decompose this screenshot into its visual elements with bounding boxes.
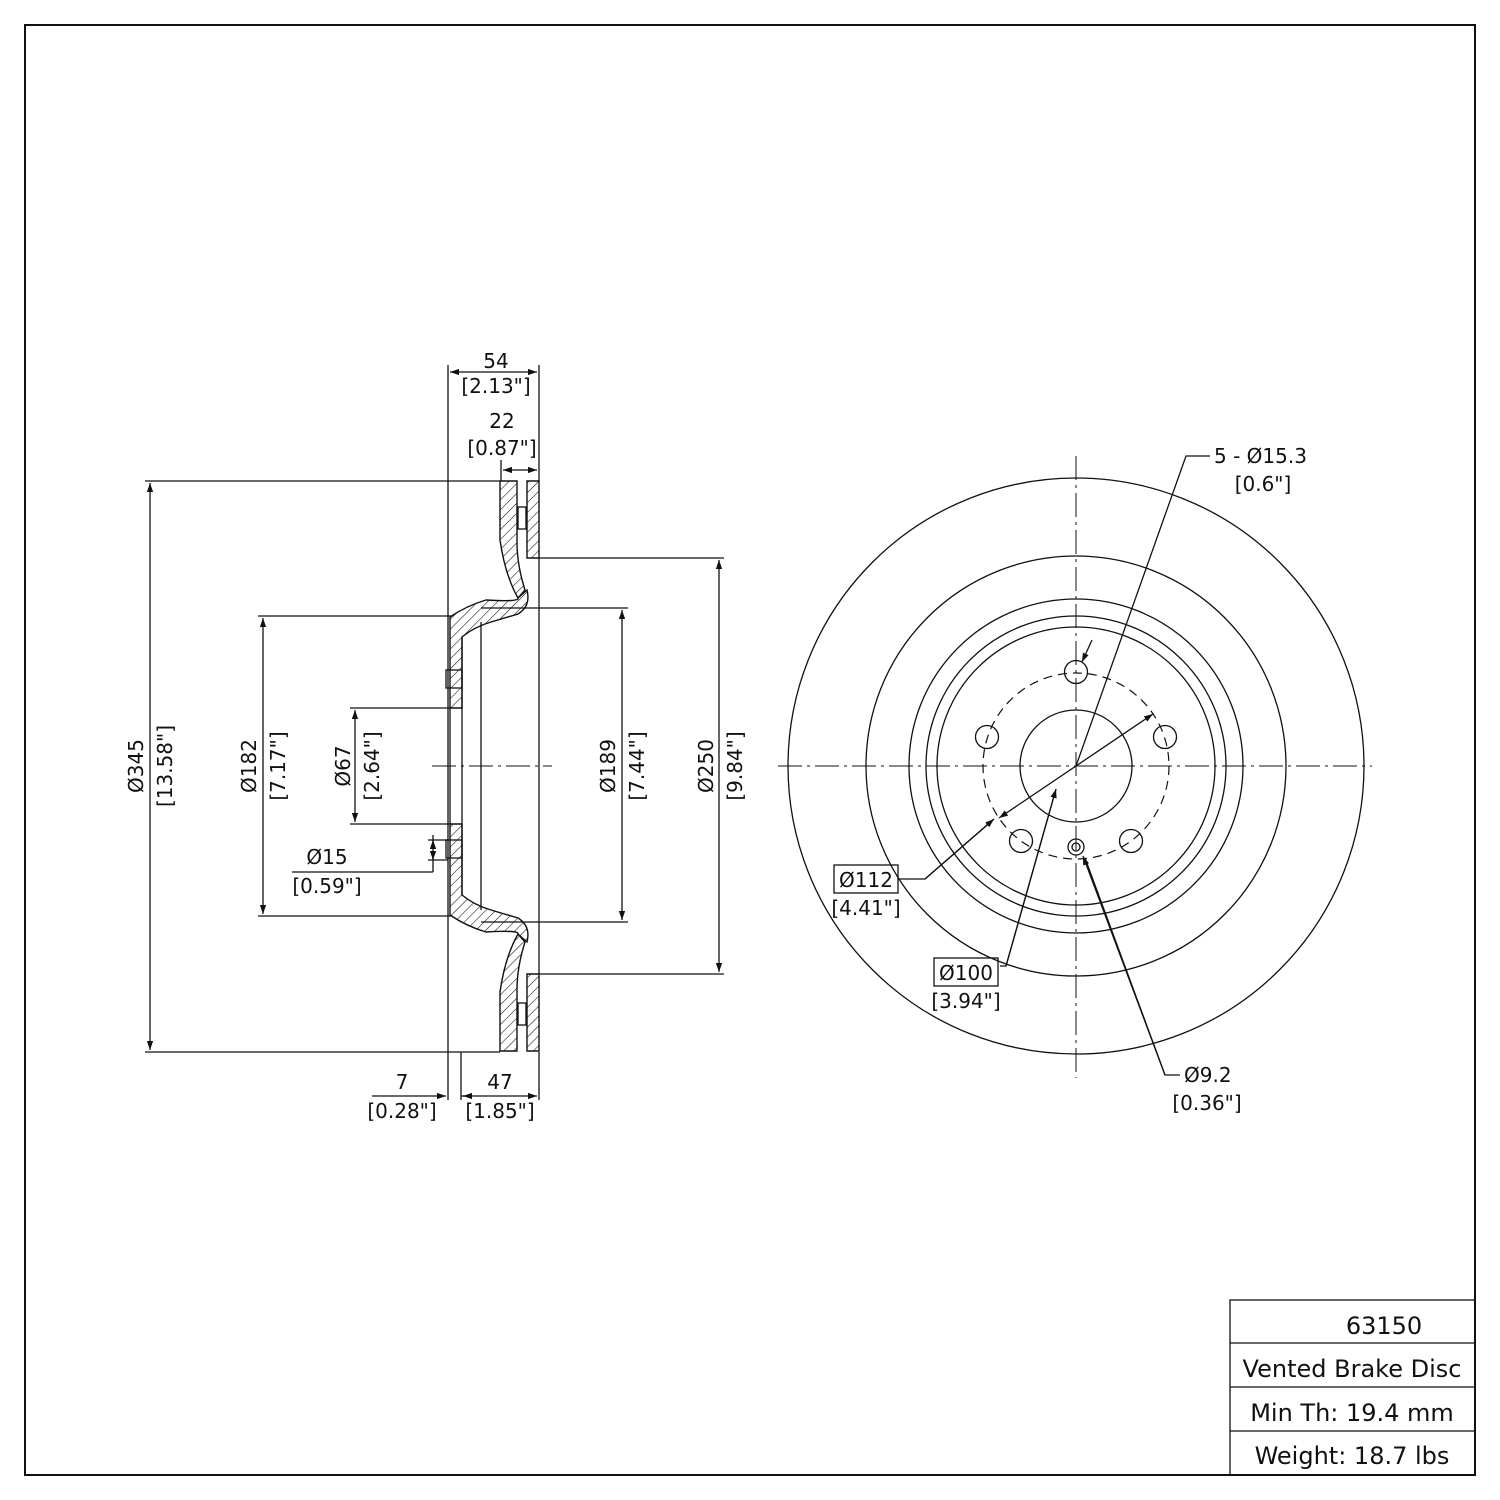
dim-overall-width: 54 xyxy=(483,349,508,373)
dim-hat-diameter: Ø182 xyxy=(237,739,261,793)
dim-inner-diameter: Ø189 xyxy=(596,739,620,793)
dim-inner-diameter-in: [7.44"] xyxy=(625,731,649,800)
upper-outer-friction-plate xyxy=(499,480,526,600)
dim-hat-thickness-in: [0.28"] xyxy=(367,1099,436,1123)
dim-bolt-holes: 5 - Ø15.3 xyxy=(1214,444,1307,468)
weight: Weight: 18.7 lbs xyxy=(1255,1442,1450,1470)
side-section-view: 54 [2.13"] 22 [0.87"] Ø345 [13.58"] Ø182… xyxy=(124,349,747,1123)
dim-bolt-holes-in: [0.6"] xyxy=(1235,472,1292,496)
dim-swept-inner: Ø250 xyxy=(694,739,718,793)
locating-hole xyxy=(1067,838,1085,856)
rotor-outer-edge xyxy=(787,477,1365,1055)
dim-offset: 47 xyxy=(487,1070,512,1094)
dim-outer-diameter-in: [13.58"] xyxy=(153,725,177,807)
dim-offset-in: [1.85"] xyxy=(465,1099,534,1123)
dim-locating-hole-in: [0.36"] xyxy=(1172,1091,1241,1115)
dim-locating-hole: Ø9.2 xyxy=(1184,1063,1232,1087)
bolt-hole xyxy=(1152,724,1178,750)
min-thickness: Min Th: 19.4 mm xyxy=(1250,1399,1454,1427)
dim-friction-width: 22 xyxy=(489,409,514,433)
bolt-hole xyxy=(1118,828,1144,854)
dim-hat-diameter-in: [7.17"] xyxy=(266,731,290,800)
title-block: 63150 Vented Brake Disc Min Th: 19.4 mm … xyxy=(1229,1299,1476,1476)
upper-inner-friction-plate xyxy=(526,480,540,559)
bolt-hole xyxy=(1008,828,1034,854)
dim-small-hole-in: [0.59"] xyxy=(292,874,361,898)
dim-bolt-circle-b-in: [3.94"] xyxy=(931,989,1000,1013)
lower-outer-friction-plate xyxy=(499,932,526,1052)
bolt-hole xyxy=(974,724,1000,750)
bolt-circle xyxy=(982,672,1170,860)
bolt-hole xyxy=(1063,659,1089,685)
dim-bolt-circle-a: Ø112 xyxy=(839,868,893,892)
lower-inner-friction-plate xyxy=(526,973,540,1052)
dim-hat-thickness: 7 xyxy=(396,1070,409,1094)
front-view: 5 - Ø15.3 [0.6"] Ø112 [4.41"] Ø100 [3.94… xyxy=(778,444,1372,1115)
dim-center-bore: Ø67 xyxy=(331,745,355,786)
drawing-frame xyxy=(24,24,1476,1476)
dim-bolt-circle-a-in: [4.41"] xyxy=(831,896,900,920)
dim-overall-width-in: [2.13"] xyxy=(461,374,530,398)
bolt-holes xyxy=(974,659,1178,854)
dim-friction-width-in: [0.87"] xyxy=(467,436,536,460)
part-number: 63150 xyxy=(1346,1312,1422,1340)
dim-swept-inner-in: [9.84"] xyxy=(723,731,747,800)
dim-bolt-circle-b: Ø100 xyxy=(939,961,993,985)
dim-small-hole: Ø15 xyxy=(306,845,347,869)
part-description: Vented Brake Disc xyxy=(1243,1355,1462,1383)
dim-center-bore-in: [2.64"] xyxy=(360,731,384,800)
dim-outer-diameter: Ø345 xyxy=(124,739,148,793)
